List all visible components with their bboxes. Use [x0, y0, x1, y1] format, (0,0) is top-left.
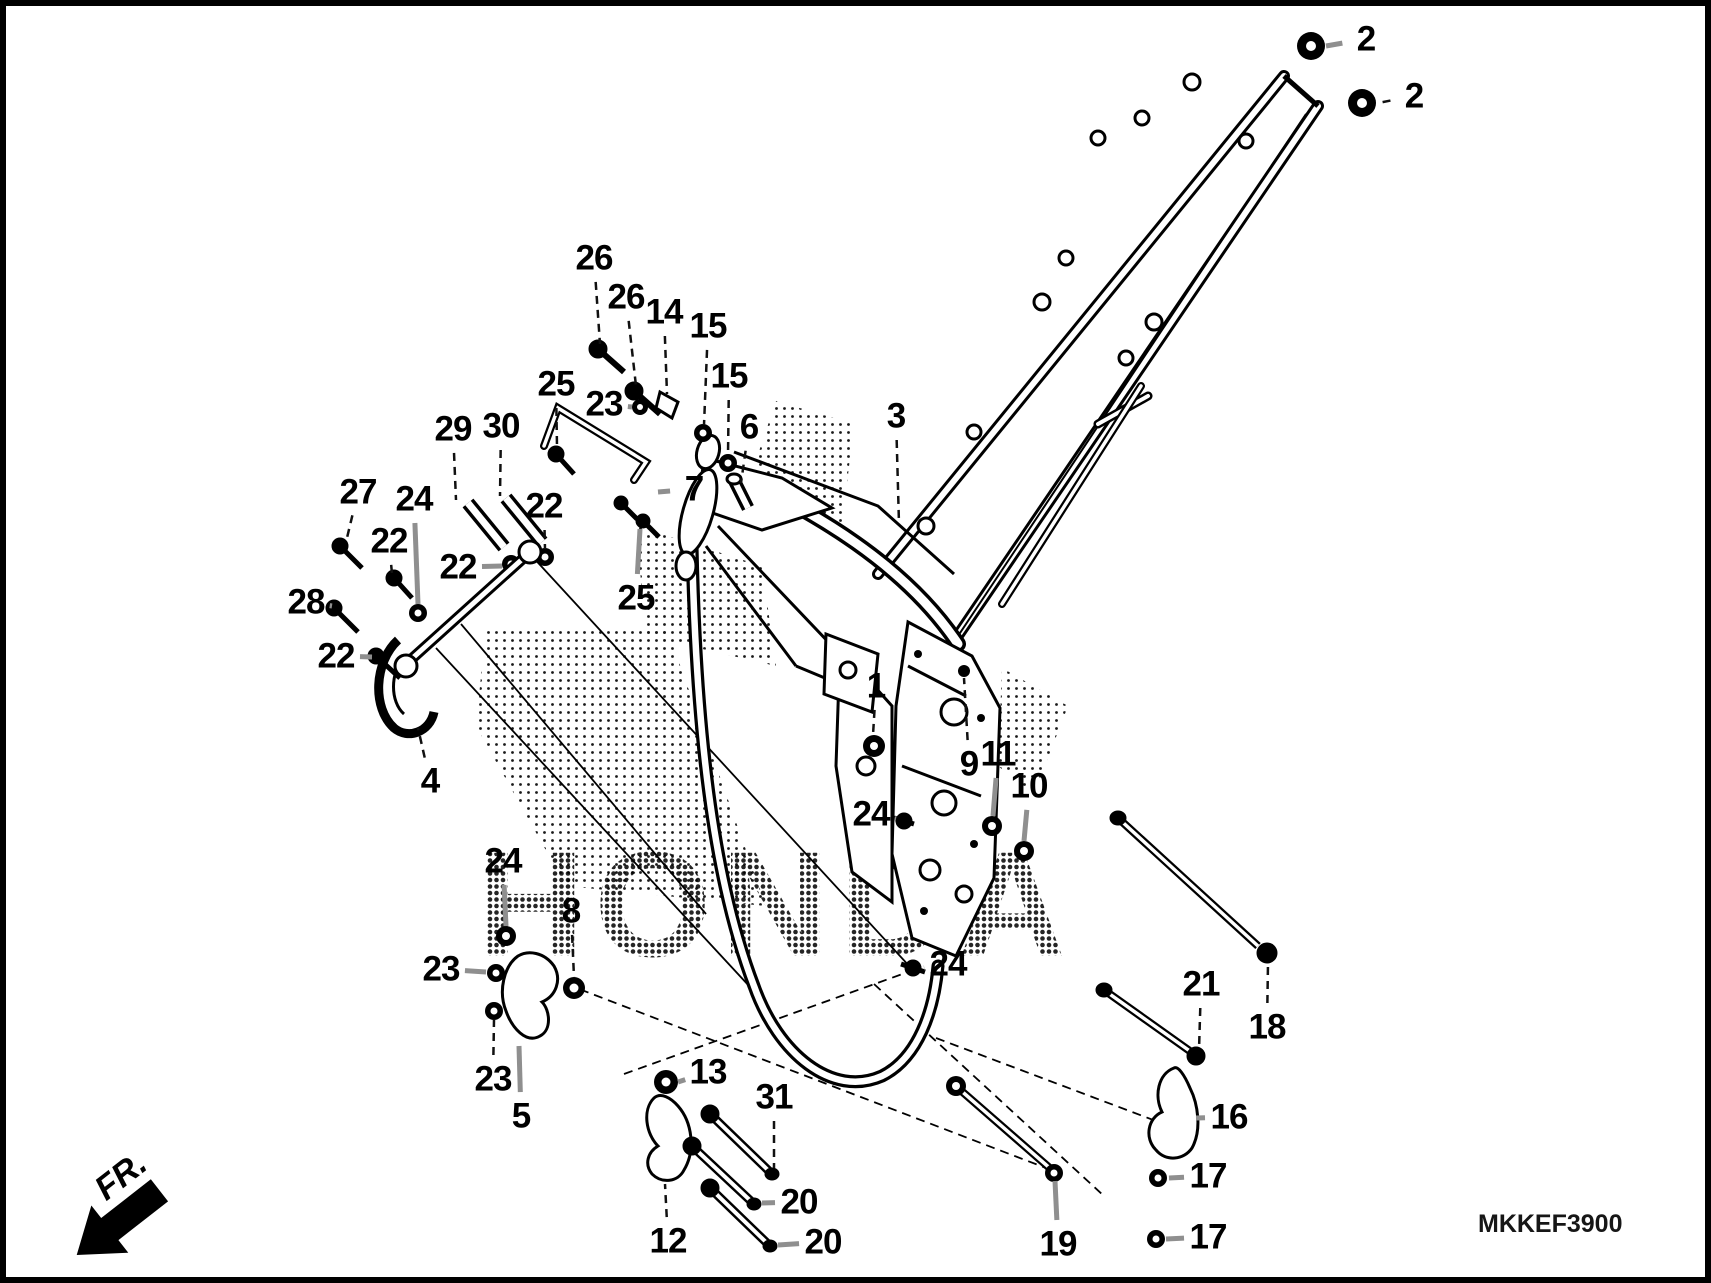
diagram-code: MKKEF3900	[1478, 1210, 1623, 1238]
callout-label-1: 1	[866, 666, 886, 706]
bracket-part-12	[645, 1094, 693, 1182]
callout-label-2: 2	[1356, 19, 1376, 59]
callout-label-22: 22	[439, 547, 478, 587]
bracket-part-5	[500, 951, 559, 1040]
callout-label-30: 30	[482, 406, 521, 446]
callout-label-12: 12	[649, 1221, 688, 1261]
link-arm	[393, 539, 543, 679]
leader-line-15	[702, 349, 709, 426]
callout-label-24: 24	[929, 944, 968, 984]
leader-line-25	[555, 407, 559, 448]
long-bolts	[955, 810, 1278, 1174]
callout-label-26: 26	[575, 238, 614, 278]
leader-line-11	[990, 777, 999, 817]
callout-label-24: 24	[395, 479, 434, 519]
callout-label-27: 27	[339, 472, 378, 512]
bracket-part-16	[1147, 1066, 1200, 1160]
callout-label-9: 9	[959, 744, 979, 784]
collar-part-6	[725, 472, 754, 511]
callout-label-31: 31	[755, 1077, 794, 1117]
leader-line-15	[726, 399, 730, 456]
leader-line-29	[452, 452, 458, 501]
leader-line-30	[498, 449, 502, 497]
callout-label-23: 23	[474, 1059, 513, 1099]
leader-line-2	[1377, 99, 1391, 105]
leader-line-13	[677, 1077, 687, 1085]
callout-label-2: 2	[1404, 76, 1424, 116]
bolt-part-25	[547, 445, 661, 539]
callout-label-20: 20	[804, 1222, 843, 1262]
frame-illustration: HONDA	[76, 32, 1391, 1255]
callout-label-26: 26	[607, 277, 646, 317]
callout-label-29: 29	[434, 409, 473, 449]
leader-line-27	[344, 515, 354, 543]
leader-lines	[329, 40, 1391, 1248]
leader-line-21	[1197, 1007, 1202, 1051]
leader-line-7	[657, 488, 671, 495]
leader-line-14	[663, 335, 669, 395]
callout-label-17: 17	[1189, 1217, 1228, 1257]
leader-line-20	[777, 1241, 800, 1248]
callout-label-20: 20	[780, 1182, 819, 1222]
callout-label-5: 5	[511, 1096, 531, 1136]
callout-label-25: 25	[617, 578, 656, 618]
leader-line-23	[464, 968, 487, 975]
bracket-part-14	[654, 389, 680, 421]
callout-label-7: 7	[684, 469, 704, 509]
leader-line-17	[1165, 1235, 1185, 1242]
callout-label-4: 4	[420, 761, 440, 801]
callout-label-28: 28	[287, 582, 326, 622]
callout-label-10: 10	[1010, 766, 1049, 806]
bolts-20-31	[682, 1104, 780, 1253]
bolt-part-24	[893, 812, 926, 977]
leader-line-24	[501, 884, 509, 927]
callout-label-23: 23	[422, 949, 461, 989]
leader-line-1	[871, 709, 876, 736]
leader-line-4	[416, 727, 426, 758]
exploded-parts	[325, 32, 1376, 1253]
callout-label-15: 15	[689, 306, 728, 346]
leader-line-5	[516, 1045, 523, 1093]
leader-line-22	[389, 564, 394, 575]
leader-line-24	[412, 522, 421, 605]
callout-label-8: 8	[561, 891, 581, 931]
callout-label-22: 22	[317, 636, 356, 676]
callout-label-23: 23	[585, 384, 624, 424]
leader-line-9	[962, 677, 969, 741]
callout-label-24: 24	[484, 841, 523, 881]
callout-label-11: 11	[980, 734, 1017, 774]
callout-label-15: 15	[710, 356, 749, 396]
callout-label-22: 22	[370, 521, 409, 561]
callout-label-18: 18	[1248, 1007, 1287, 1047]
leader-line-25	[634, 528, 643, 575]
callout-label-22: 22	[525, 486, 564, 526]
washer-part-15	[694, 424, 737, 472]
leader-line-10	[1021, 809, 1030, 842]
callout-label-3: 3	[886, 396, 906, 436]
callout-label-24: 24	[852, 794, 891, 834]
callout-label-21: 21	[1182, 964, 1221, 1004]
leader-line-6	[739, 450, 747, 484]
bar-part-7	[540, 402, 652, 484]
callout-label-6: 6	[739, 407, 759, 447]
callout-label-16: 16	[1210, 1097, 1249, 1137]
leader-line-26	[594, 281, 602, 345]
grommet-part-2	[1297, 32, 1376, 117]
callout-label-19: 19	[1039, 1224, 1078, 1264]
fr-arrow: FR.	[76, 1144, 169, 1255]
leader-line-18	[1266, 962, 1270, 1004]
leader-line-17	[1168, 1174, 1185, 1181]
leader-line-2	[1325, 40, 1343, 49]
leader-line-8	[570, 934, 576, 978]
bolt-part-26	[588, 339, 662, 417]
callout-label-25: 25	[537, 364, 576, 404]
callout-label-13: 13	[689, 1052, 728, 1092]
leader-line-3	[895, 439, 901, 525]
leader-line-23	[492, 1019, 496, 1056]
leader-line-12	[663, 1183, 668, 1218]
leader-line-26	[627, 320, 638, 387]
leader-line-19	[1052, 1180, 1060, 1221]
callout-label-14: 14	[645, 292, 684, 332]
callout-label-17: 17	[1189, 1156, 1228, 1196]
